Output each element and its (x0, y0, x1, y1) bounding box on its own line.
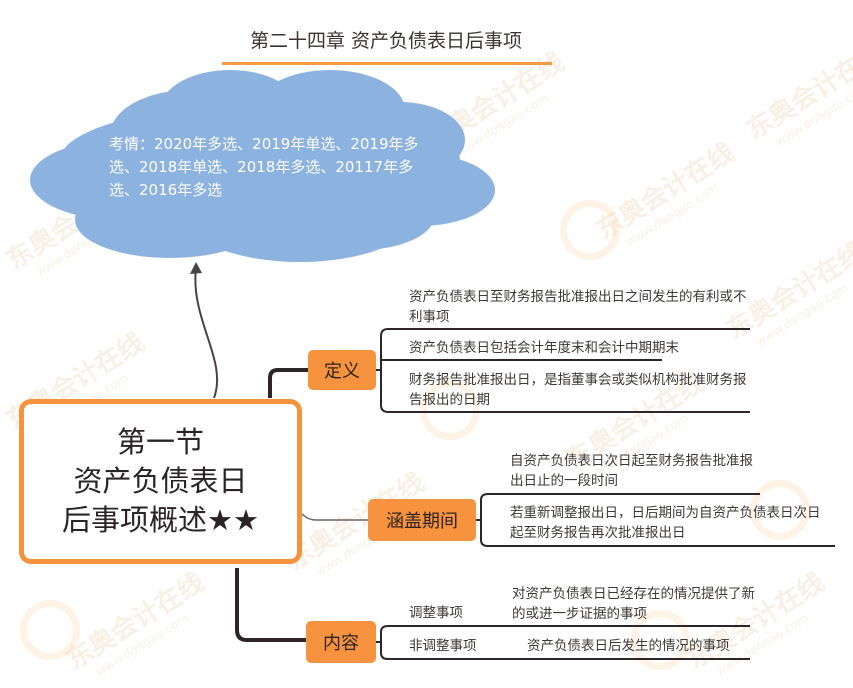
period-item-1[interactable]: 自资产负债表日次日起至财务报告批准报出日止的一段时间 (510, 453, 753, 489)
period-item-2[interactable]: 若重新调整报出日，日后期间为自资产负债表日次日起至财务报告再次批准报出日 (510, 505, 821, 541)
root-topic[interactable]: 第一节 资产负债表日 后事项概述★★ (19, 399, 302, 564)
exam-history-note: 考情：2020年多选、2019年单选、2019年多选、2018年单选、2018年… (109, 135, 419, 199)
root-line-1: 第一节 (116, 425, 204, 459)
title-underline (222, 62, 552, 65)
branch-period[interactable]: 涵盖期间 (368, 499, 476, 541)
definition-item-1[interactable]: 资产负债表日至财务报告批准报出日之间发生的有利或不利事项 (409, 289, 747, 325)
cloud-shape (30, 70, 495, 262)
adjusting-events-detail[interactable]: 对资产负债表日已经存在的情况提供了新的或进一步证据的事项 (512, 586, 755, 622)
branch-definition[interactable]: 定义 (308, 350, 376, 390)
definition-item-3[interactable]: 财务报告批准报出日，是指董事会或类似机构批准财务报告报出的日期 (409, 372, 747, 408)
adjusting-events-label[interactable]: 调整事项 (409, 605, 463, 621)
definition-item-2[interactable]: 资产负债表日包括会计年度末和会计中期期末 (409, 340, 679, 356)
branch-content[interactable]: 内容 (306, 621, 376, 663)
non-adjusting-events-label[interactable]: 非调整事项 (409, 638, 477, 654)
chapter-title: 第二十四章 资产负债表日后事项 (249, 30, 523, 52)
non-adjusting-events-detail[interactable]: 资产负债表日后发生的情况的事项 (527, 638, 730, 654)
root-line-2: 资产负债表日 (73, 464, 248, 498)
root-line-3: 后事项概述★★ (62, 503, 259, 537)
